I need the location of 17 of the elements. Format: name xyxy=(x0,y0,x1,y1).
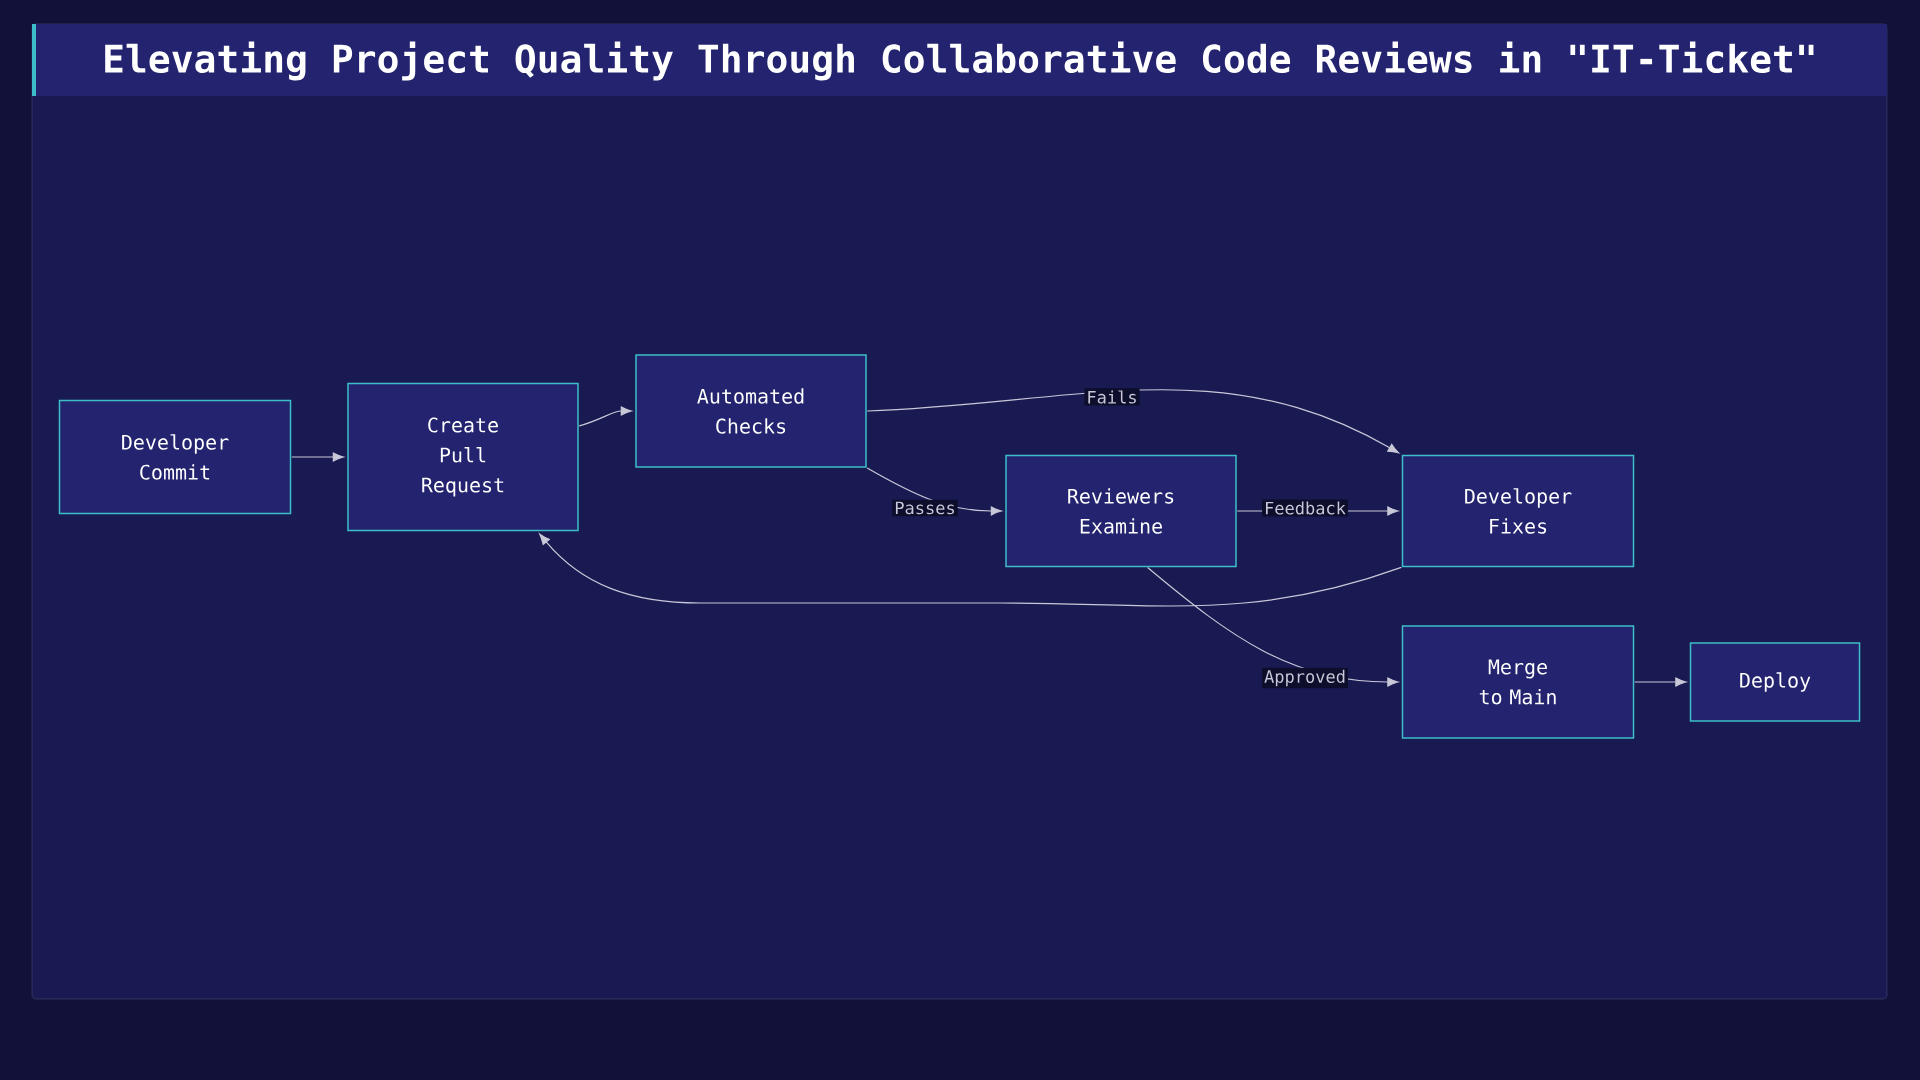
edge-label: Feedback xyxy=(1262,499,1348,517)
process-box: Automated Checks xyxy=(635,354,867,468)
process-box: Developer Commit xyxy=(58,399,292,515)
process-box: Developer Fixes xyxy=(1401,454,1635,568)
process-box: Deploy xyxy=(1689,642,1861,722)
arrow xyxy=(866,389,1399,454)
arrow xyxy=(866,467,1002,516)
arrow xyxy=(539,533,1402,607)
process-box: Create Pull Request xyxy=(347,382,579,532)
process-box: Reviewers Examine xyxy=(1005,454,1237,568)
arrow xyxy=(291,452,344,462)
edge-label: Approved xyxy=(1262,667,1348,689)
arrow xyxy=(578,406,632,427)
edge-label: Fails xyxy=(1084,388,1140,406)
process-box: Merge to Main xyxy=(1401,625,1635,739)
title-bar: Elevating Project Quality Through Collaborative Code Reviews in "IT-Ticket" xyxy=(32,24,1887,96)
arrow xyxy=(1634,677,1687,687)
